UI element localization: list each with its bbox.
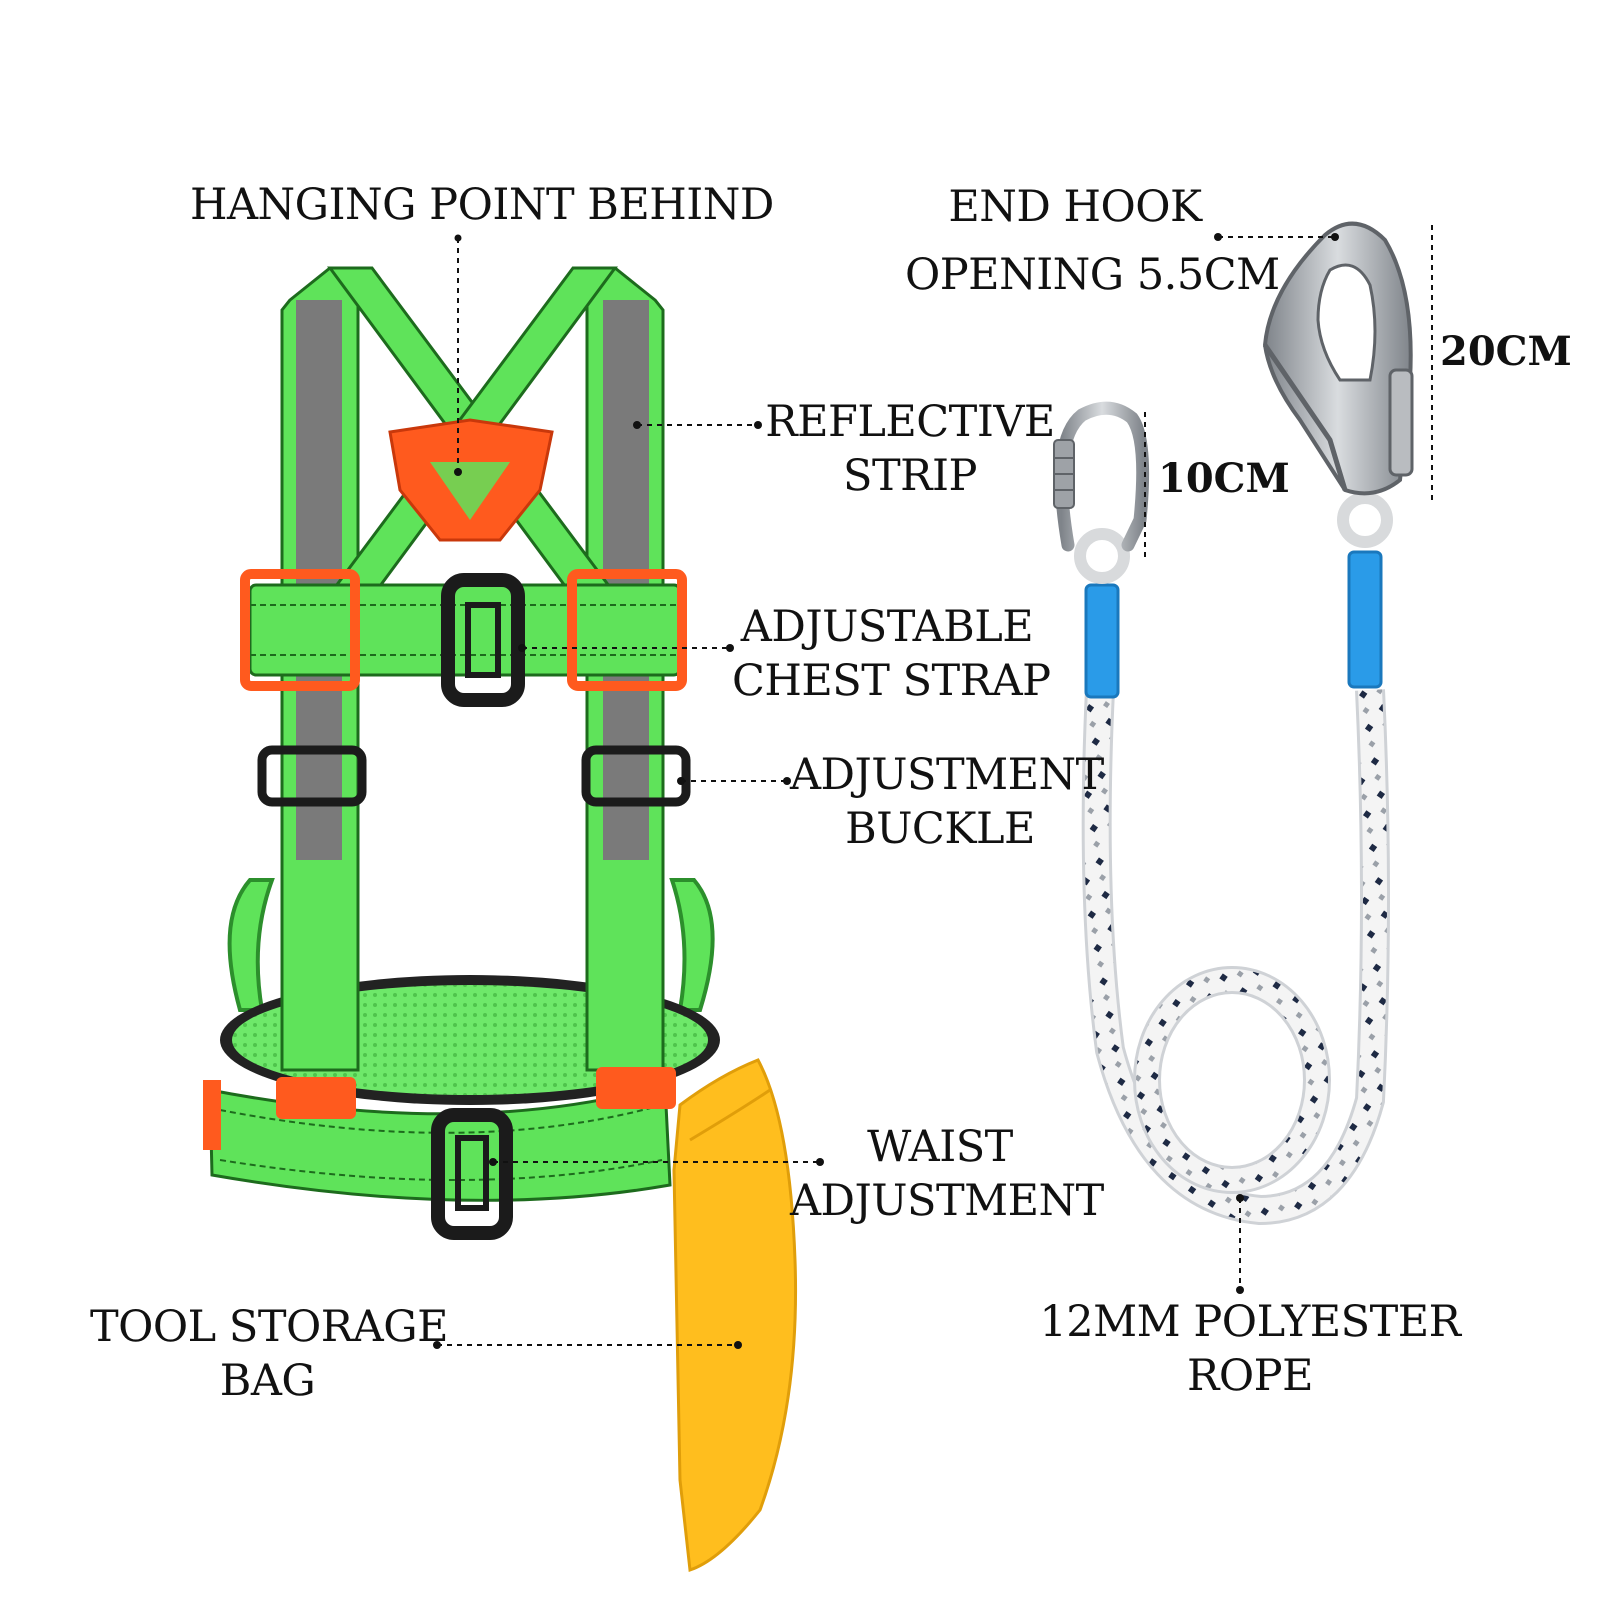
end-hook-line-2: OPENING 5.5CM <box>905 250 1280 300</box>
tool-bag-line-1: TOOL STORAGE <box>90 1302 448 1352</box>
rope-label: 12MM POLYESTER ROPE <box>1035 1295 1465 1403</box>
rope-line-1: 12MM POLYESTER <box>1039 1297 1461 1347</box>
end-hook-line-1: END HOOK <box>948 182 1202 232</box>
leader-dots <box>433 233 1339 1349</box>
waist-adjustment-label: WAIST ADJUSTMENT <box>790 1120 1104 1228</box>
reflective-strip-line-2: STRIP <box>843 451 977 501</box>
adjustment-buckle-label: ADJUSTMENT BUCKLE <box>790 748 1104 856</box>
lanyard-rope-icon <box>1074 492 1393 1226</box>
rope-line-2: ROPE <box>1187 1351 1313 1401</box>
chest-strap-label: ADJUSTABLE CHEST STRAP <box>732 600 1051 708</box>
hook-length-label: 20CM <box>1440 328 1572 375</box>
leader-lines <box>437 225 1433 1346</box>
tool-bag-icon <box>672 1058 798 1573</box>
waist-adjustment-line-1: WAIST <box>867 1122 1013 1172</box>
tool-bag-label: TOOL STORAGE BAG <box>90 1300 448 1408</box>
waist-adjustment-line-2: ADJUSTMENT <box>790 1176 1104 1226</box>
scaffold-hook-icon <box>1262 221 1414 496</box>
safety-harness-illustration <box>203 266 720 1240</box>
carabiner-length-label: 10CM <box>1158 455 1290 502</box>
chest-strap-line-1: ADJUSTABLE <box>740 602 1034 652</box>
adjustment-buckle-line-2: BUCKLE <box>845 804 1035 854</box>
carabiner-icon <box>1053 401 1150 552</box>
hanging-point-label: HANGING POINT BEHIND <box>190 178 774 232</box>
reflective-strip-label: REFLECTIVE STRIP <box>765 395 1055 503</box>
tool-bag-line-2: BAG <box>219 1356 316 1406</box>
adjustment-buckle-line-1: ADJUSTMENT <box>790 750 1104 800</box>
end-hook-label: END HOOK OPENING 5.5CM <box>905 180 1280 302</box>
chest-strap-line-2: CHEST STRAP <box>732 656 1051 706</box>
reflective-strip-line-1: REFLECTIVE <box>765 397 1055 447</box>
hanging-point-text: HANGING POINT BEHIND <box>190 180 774 230</box>
